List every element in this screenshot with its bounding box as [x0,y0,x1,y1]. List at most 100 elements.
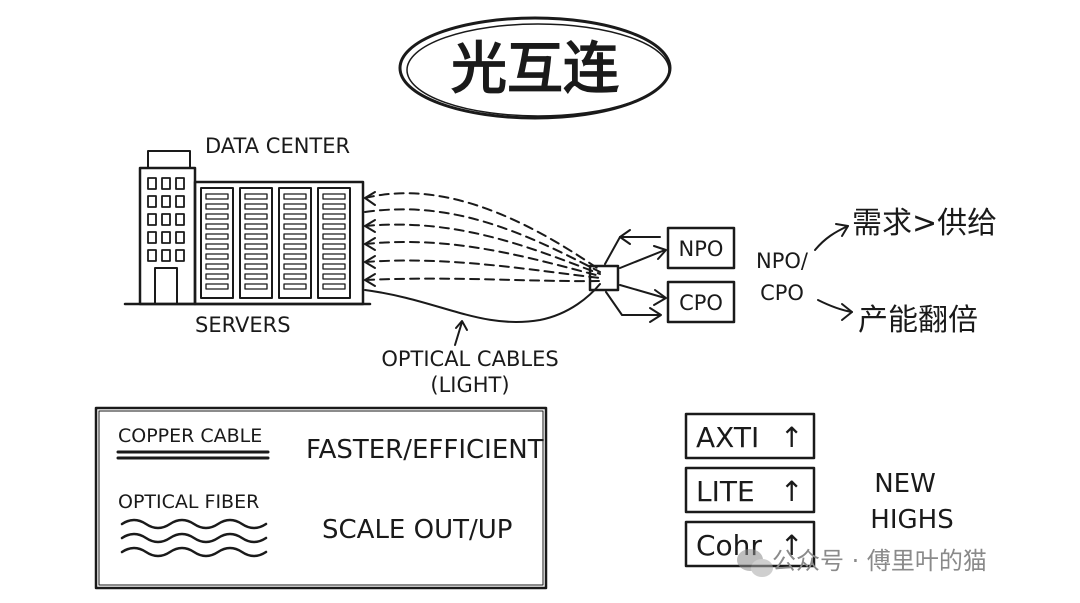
title-ellipse-inner [406,23,670,117]
hub-arrow-down-head [649,307,662,323]
tower-window [147,195,157,208]
tower-window [175,249,185,262]
cable-arrow-5 [364,273,376,287]
server-rack [278,187,312,299]
server-rack [200,187,234,299]
server-slot [244,213,268,220]
comparison-panel: COPPER CABLE OPTICAL FIBER FASTER/EFFICI… [94,406,548,590]
tower-window [147,177,157,190]
optical-cable-bundle: OPTICAL CABLES (LIGHT) [364,191,601,397]
tower-window [161,195,171,208]
cable-solid [364,283,601,324]
fiber-wave-3 [120,546,268,558]
server-rack [239,187,273,299]
data-center-building: DATA CENTER SERVERS [123,134,372,337]
server-hall [193,180,365,306]
server-slot [283,203,307,210]
server-slot [205,213,229,220]
server-slot [244,233,268,240]
new-highs-label-1: NEW [874,469,936,499]
server-slot [322,243,346,250]
server-slot [283,193,307,200]
watermark: 公众号 · 傅里叶的猫 [737,547,987,577]
tower-window [161,249,171,262]
outcome-arrow-down-head [841,303,853,321]
cable-4 [364,241,601,277]
server-slot [283,273,307,280]
server-slot [205,193,229,200]
server-slot [244,193,268,200]
data-center-label: DATA CENTER [205,134,350,158]
server-slot [205,273,229,280]
tower-window [147,213,157,226]
cable-3 [364,223,601,275]
tower-window [175,177,185,190]
wechat-icon [737,549,773,577]
tower-window [175,213,185,226]
ticker-box-axti [684,412,816,460]
npo-cpo-label-2: CPO [760,281,804,305]
tower-window [175,195,185,208]
cables-pointer [454,321,463,346]
server-slot [283,243,307,250]
title-ellipse [398,16,672,120]
npo-cpo-label-1: NPO/ [756,249,809,273]
server-slot [283,263,307,270]
server-slot [205,223,229,230]
server-slot [205,253,229,260]
up-arrow-icon: ↑ [780,475,803,508]
server-slot [283,223,307,230]
server-slot [322,263,346,270]
server-slot [283,283,307,290]
server-slot [322,203,346,210]
server-racks [200,187,351,299]
cable-arrow-1 [364,191,376,206]
hub-arrow-left-head [619,229,631,245]
tower-window [161,213,171,226]
hub-arrow-cpo-head [653,289,667,306]
cable-arrow-2 [364,219,376,233]
tower-window [175,231,185,244]
server-slot [322,223,346,230]
server-slot [205,233,229,240]
tower-door [154,267,178,305]
server-slot [322,253,346,260]
benefit-scale: SCALE OUT/UP [322,515,512,545]
capacity-doubled: 产能翻倍 [858,303,978,338]
up-arrow-icon: ↑ [780,529,803,562]
hub-arrow-up-left [604,236,621,265]
optical-hub [588,264,620,292]
cpo-box [666,280,736,324]
server-slot [322,213,346,220]
outcome-arrow-down [817,299,853,313]
cable-6 [364,277,601,283]
tower-roof [147,150,191,169]
outcome-arrow-up-head [835,223,849,237]
new-highs-label-2: HIGHS [870,505,953,535]
title-group: 光互连 [398,16,672,120]
tower-window [161,177,171,190]
hub-arrow-down [605,291,661,316]
server-slot [322,193,346,200]
server-slot [205,203,229,210]
fiber-wave-1 [120,518,268,530]
optical-cables-label: OPTICAL CABLES [381,347,558,371]
server-slot [205,283,229,290]
optical-hub-group: NPO CPO NPO/ CPO 需求>供给 产能翻倍 [588,206,997,338]
tower-window [147,249,157,262]
benefit-faster: FASTER/EFFICIENT [306,435,544,465]
server-slot [244,203,268,210]
server-slot [244,273,268,280]
server-slot [244,263,268,270]
tower-windows [147,177,185,262]
cable-2 [364,208,601,273]
diagram-title: 光互连 [451,37,619,102]
server-slot [283,213,307,220]
watermark-text: 公众号 · 傅里叶的猫 [772,547,987,575]
server-slot [205,243,229,250]
server-slot [322,273,346,280]
optical-cables-label-2: (LIGHT) [430,373,509,397]
cable-5 [364,259,601,279]
server-slot [244,223,268,230]
hub-arrow-npo-head [653,245,667,260]
